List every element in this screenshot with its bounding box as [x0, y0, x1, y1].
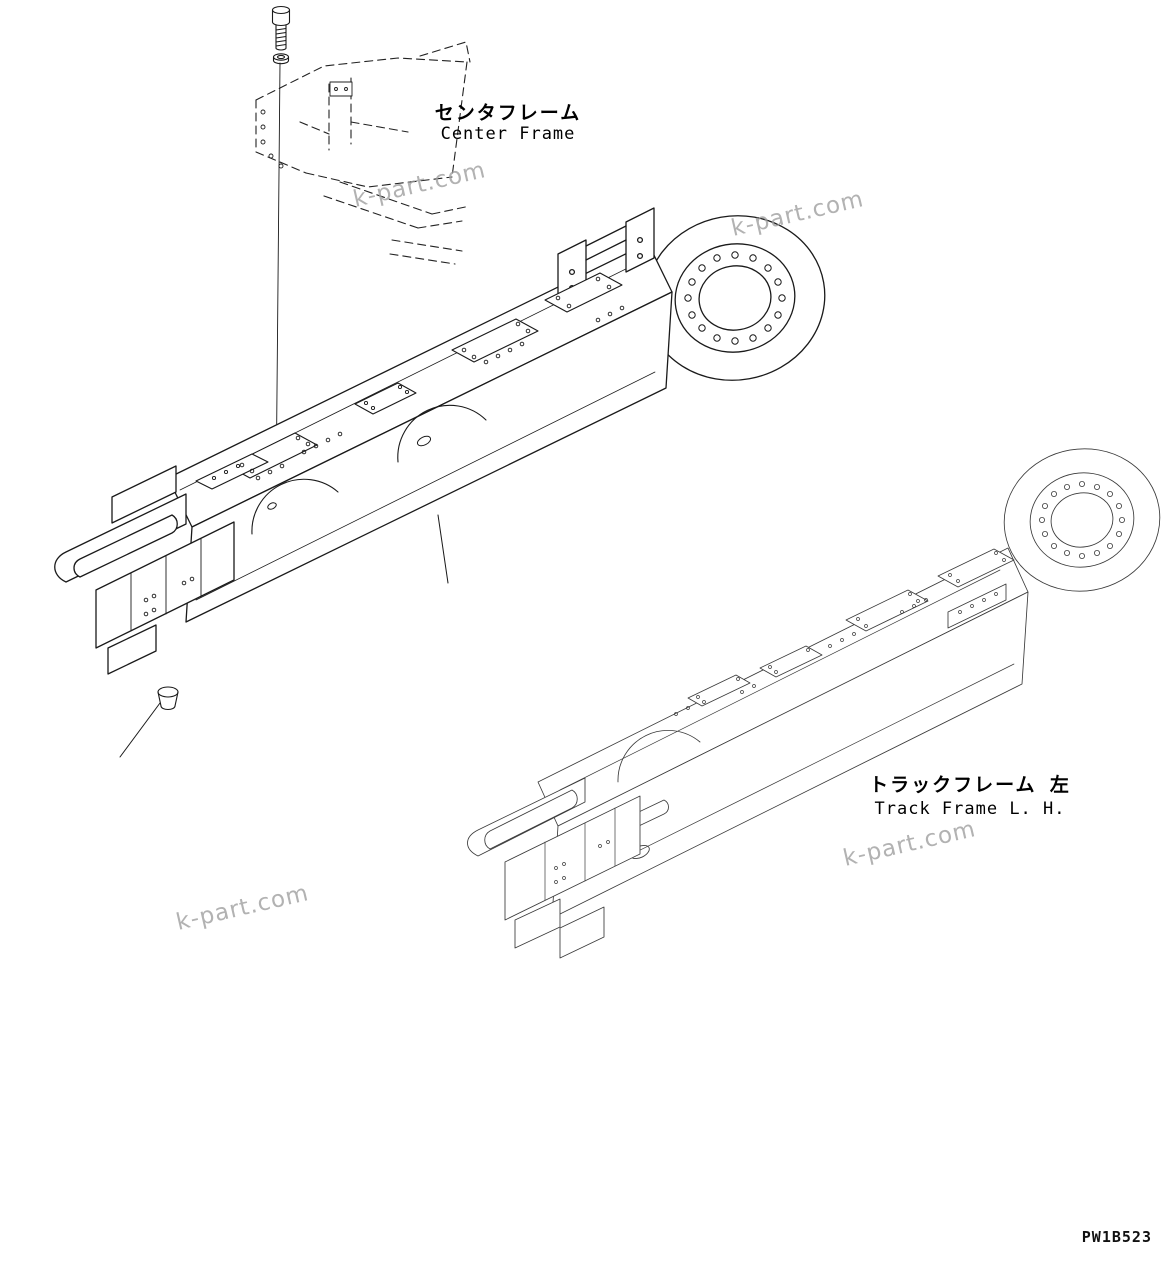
track-frame-main [54, 207, 826, 675]
top-mount-plates [195, 272, 623, 490]
track-frame-label-jp: トラックフレーム 左 [869, 774, 1071, 796]
lh-left-end-details [544, 807, 616, 901]
beam-body [167, 242, 673, 623]
left-end-details [130, 538, 202, 632]
drawing-code: PW1B523 [1081, 1228, 1152, 1246]
center-frame-ghost [255, 41, 471, 265]
plug-icon [157, 686, 179, 711]
lh-holes [674, 551, 1006, 716]
top-face-holes [211, 276, 625, 481]
idler-support-ring [644, 215, 826, 381]
leader-line-plug [119, 702, 161, 758]
washer-icon [272, 53, 290, 65]
track-frame-label-en: Track Frame L. H. [874, 799, 1066, 819]
lh-top-plates [687, 548, 1015, 707]
track-frame-lh-outline [467, 448, 1161, 959]
mounting-bolt-icon [271, 5, 291, 51]
leader-line-frame [437, 514, 449, 584]
left-end-yoke [54, 465, 235, 675]
center-frame-label-en: Center Frame [440, 124, 576, 144]
lh-idler-ring [1003, 448, 1161, 592]
ring-bolt-holes [684, 251, 786, 345]
bolt-hole [267, 502, 277, 510]
lh-left-end [467, 777, 641, 959]
center-frame-label-jp: センタフレーム [434, 102, 582, 124]
lh-ring-bolt-holes [1039, 480, 1126, 560]
